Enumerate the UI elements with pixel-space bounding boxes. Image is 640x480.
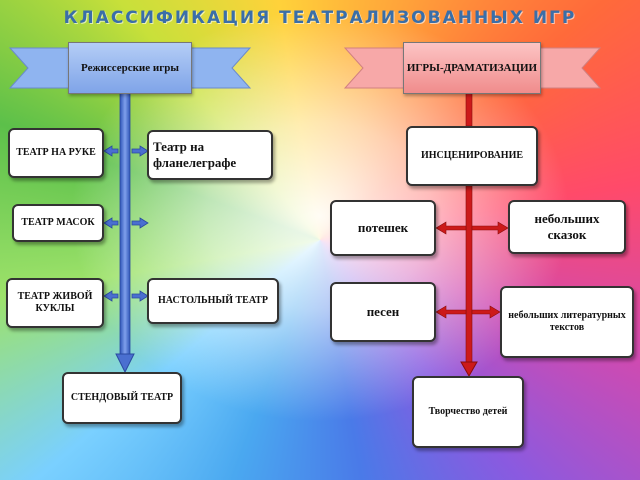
- box-staging: ИНСЦЕНИРОВАНИЕ: [406, 126, 538, 186]
- box-hand-theatre: ТЕАТР НА РУКЕ: [8, 128, 104, 178]
- left-arrow-puppet-table: [103, 290, 149, 302]
- left-arrow-masks: [103, 217, 149, 229]
- box-small-tales-label: небольших сказок: [534, 210, 600, 242]
- right-main-arrow-head: [460, 361, 478, 378]
- box-songs-label: песен: [366, 303, 400, 319]
- box-nursery-rhymes: потешек: [330, 200, 436, 256]
- box-children-creativity: Творчество детей: [412, 376, 524, 448]
- box-puppet-theatre: ТЕАТР ЖИВОЙ КУКЛЫ: [6, 278, 104, 328]
- box-masks-theatre: ТЕАТР МАСОК: [12, 204, 104, 242]
- right-arrow-songs-literary: [435, 305, 501, 319]
- box-table-theatre-label: НАСТОЛЬНЫЙ ТЕАТР: [158, 294, 268, 306]
- right-header-ribbon: ИГРЫ-ДРАМАТИЗАЦИИ: [403, 42, 541, 94]
- left-ribbon-tail-right: [189, 47, 252, 89]
- box-nursery-rhymes-label: потешек: [357, 219, 409, 235]
- left-main-arrow-head: [115, 353, 135, 374]
- right-arrow-nursery-tales: [435, 221, 509, 235]
- right-header-label: ИГРЫ-ДРАМАТИЗАЦИИ: [406, 62, 538, 74]
- left-ribbon-tail: [8, 47, 71, 89]
- box-stand-theatre-label: СТЕНДОВЫЙ ТЕАТР: [70, 391, 174, 403]
- left-header-label: Режиссерские игры: [81, 62, 179, 74]
- box-hand-theatre-label: ТЕАТР НА РУКЕ: [16, 146, 96, 158]
- box-staging-label: ИНСЦЕНИРОВАНИЕ: [420, 149, 524, 161]
- left-arrow-hand-flannel: [103, 145, 149, 157]
- box-table-theatre: НАСТОЛЬНЫЙ ТЕАТР: [147, 278, 279, 324]
- box-children-creativity-label: Творчество детей: [428, 405, 508, 417]
- box-flannel-theatre: Театр на фланелеграфе: [147, 130, 273, 180]
- box-puppet-theatre-label: ТЕАТР ЖИВОЙ КУКЛЫ: [17, 290, 93, 315]
- left-header-ribbon: Режиссерские игры: [68, 42, 192, 94]
- diagram-title: КЛАССИФИКАЦИЯ ТЕАТРАЛИЗОВАННЫХ ИГР: [63, 8, 577, 28]
- left-main-arrow-shaft: [119, 91, 131, 355]
- box-literary-texts-label: небольших литературных текстов: [508, 309, 626, 334]
- right-ribbon-tail: [343, 47, 406, 89]
- right-main-arrow-shaft: [465, 185, 473, 363]
- right-ribbon-tail-right: [539, 47, 602, 89]
- box-masks-theatre-label: ТЕАТР МАСОК: [21, 216, 95, 228]
- box-stand-theatre: СТЕНДОВЫЙ ТЕАТР: [62, 372, 182, 424]
- box-songs: песен: [330, 282, 436, 342]
- box-literary-texts: небольших литературных текстов: [500, 286, 634, 358]
- box-small-tales: небольших сказок: [508, 200, 626, 254]
- right-header-connector: [465, 91, 473, 127]
- box-flannel-theatre-label: Театр на фланелеграфе: [153, 138, 237, 170]
